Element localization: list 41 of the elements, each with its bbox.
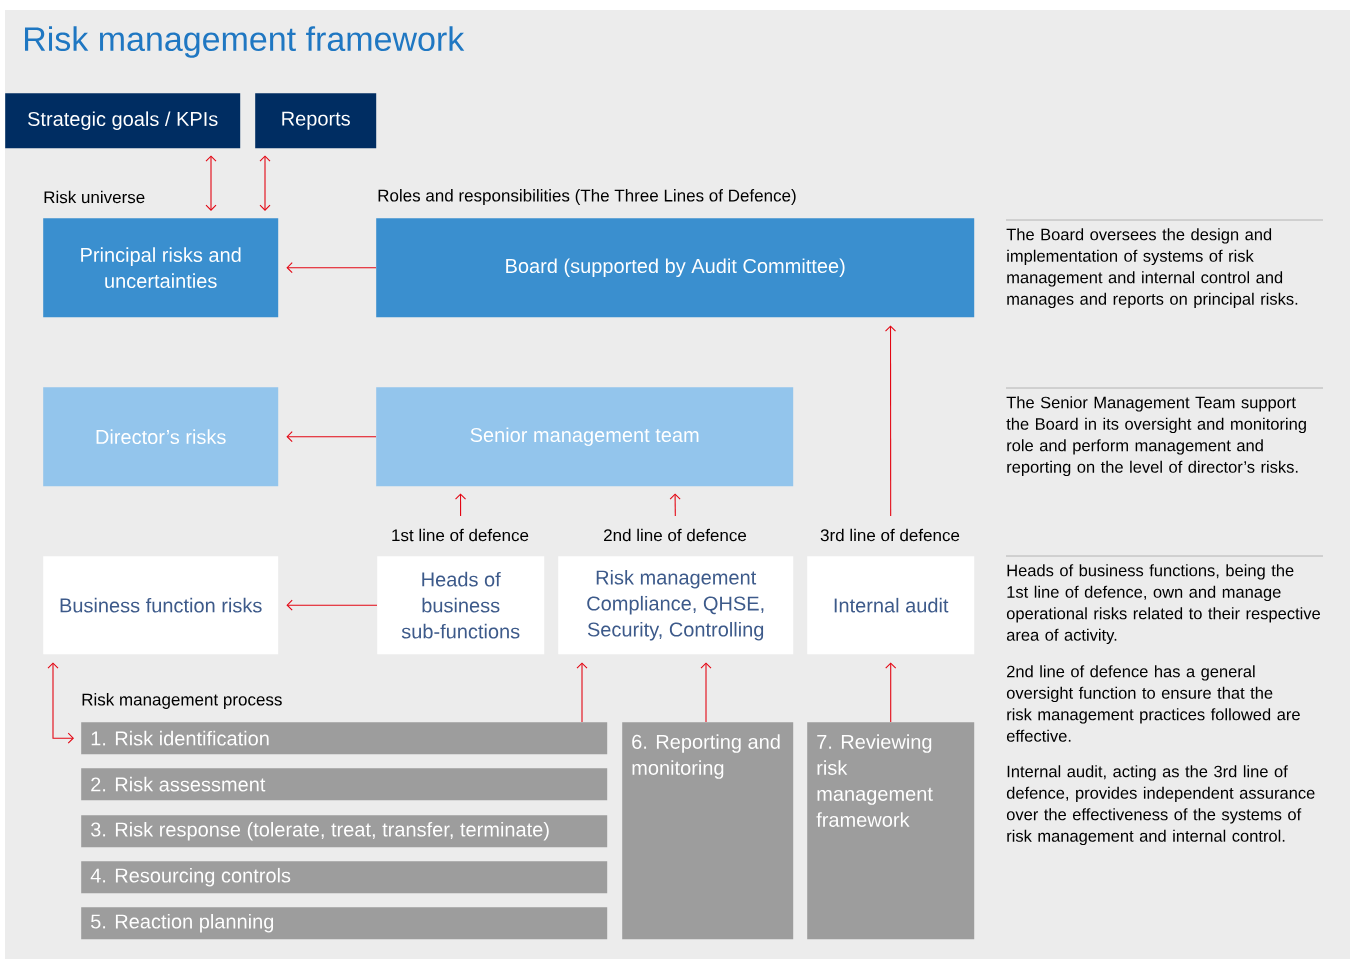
process-step-bar: 2. Risk assessment: [81, 768, 608, 801]
process-step-box: 6. Reporting and monitoring: [622, 722, 794, 940]
risk-box: Senior management team: [376, 387, 794, 487]
arrow: [286, 599, 378, 611]
arrow: [700, 662, 712, 723]
risk-box: Principal risks and uncertainties: [43, 218, 279, 318]
process-step-box: 7. Reviewing risk management framework: [807, 722, 975, 940]
arrow: [286, 262, 377, 274]
arrow: [884, 325, 897, 517]
note-text: The Senior Management Team support the Board in its oversight and monitoring role and perform management and reporting on the level of director’s risks.: [1006, 396, 1306, 477]
process-step-bar: 1. Risk identification: [81, 722, 608, 755]
group-label: 3rd line of defence: [820, 528, 960, 542]
process-step-bar: 3. Risk response (tolerate, treat, transfer, terminate): [81, 815, 608, 848]
arrow: [259, 155, 271, 211]
arrow: [576, 662, 588, 723]
process-step-bar: 5. Reaction planning: [81, 907, 608, 940]
group-label: 1st line of defence: [392, 528, 529, 542]
title: Risk management framework: [25, 26, 465, 58]
risk-box: Director’s risks: [43, 387, 279, 487]
function-box: Risk management Compliance, QHSE, Security, Controlling: [558, 556, 794, 655]
process-step-bar: 4. Resourcing controls: [81, 861, 608, 894]
note-text: Heads of business functions, being the 1st line of defence, own and manage operational risks related to their respective area of activity.: [1006, 564, 1320, 645]
group-label: Risk universe: [44, 190, 145, 204]
arrow: [286, 431, 377, 443]
arrow: [669, 493, 681, 517]
arrow: [205, 155, 217, 211]
arrow: [47, 662, 74, 744]
function-box: Internal audit: [807, 556, 975, 655]
header-box: Reports: [255, 93, 377, 149]
arrow: [885, 662, 897, 723]
note-text: The Board oversees the design and implementation of systems of risk management and internal control and manages and reports on principal risks.: [1006, 228, 1298, 309]
function-box: Heads of business sub-functions: [377, 556, 545, 655]
group-label: Roles and responsibilities (The Three Lines of Defence): [378, 189, 796, 205]
risk-box: Board (supported by Audit Committee): [376, 218, 975, 318]
note-text: 2nd line of defence has a general oversight function to ensure that the risk management practices followed are effective.: [1006, 665, 1300, 742]
function-box: Business function risks: [43, 556, 279, 655]
group-label: Risk management process: [82, 693, 282, 709]
header-box: Strategic goals / KPIs: [5, 93, 241, 149]
group-label: 2nd line of defence: [604, 528, 747, 542]
note-text: Internal audit, acting as the 3rd line of defence, provides independent assurance over the effectiveness of the systems of risk management and internal control.: [1006, 765, 1315, 846]
arrow: [455, 493, 467, 517]
